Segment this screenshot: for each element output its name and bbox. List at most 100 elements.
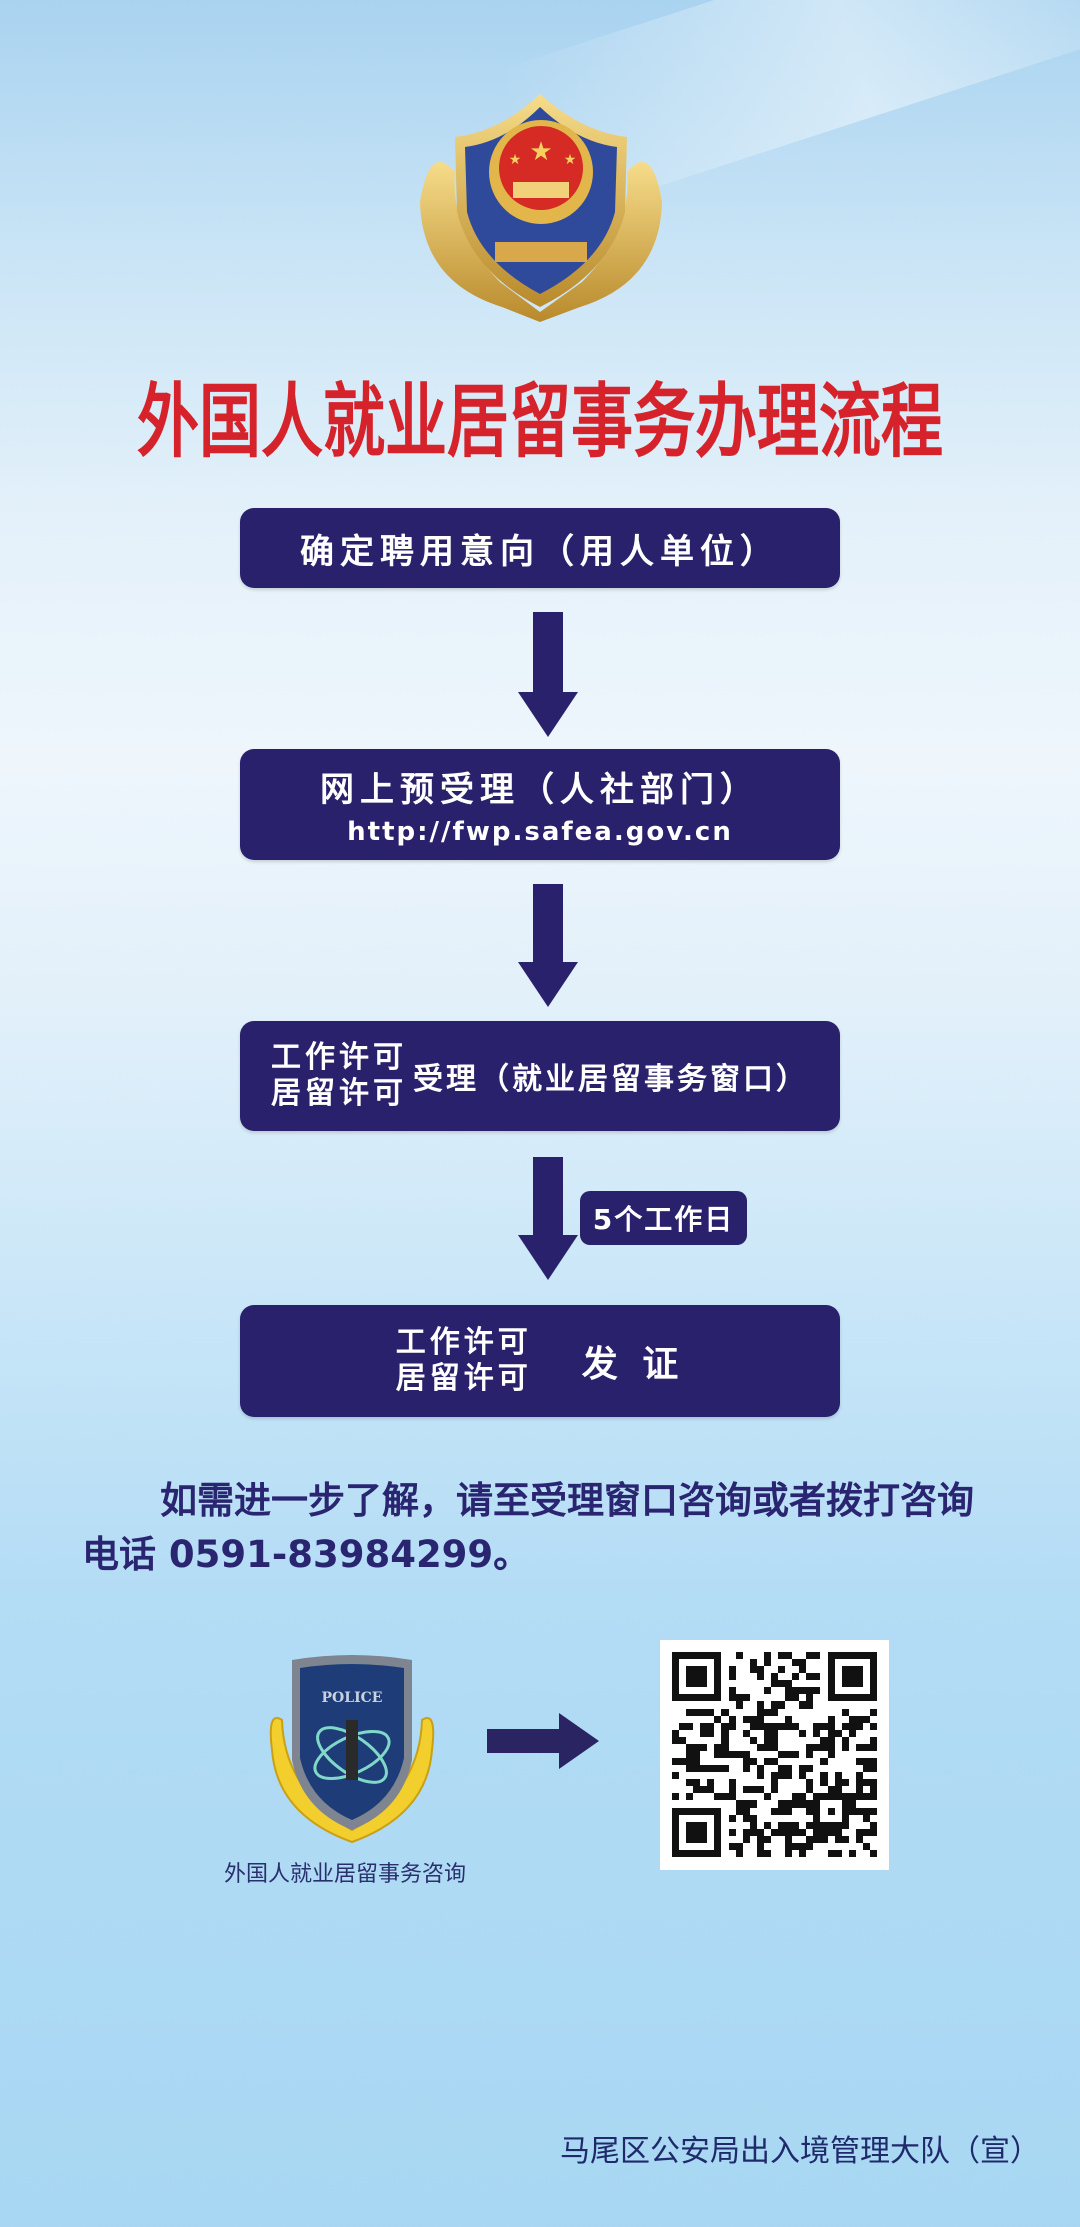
step-3-permits: 工作许可 居留许可 — [271, 1040, 407, 1112]
qr-module — [799, 1828, 807, 1836]
qr-module — [869, 1828, 877, 1836]
qr-module — [700, 1828, 708, 1836]
qr-module — [686, 1779, 694, 1787]
qr-module — [749, 1828, 757, 1836]
qr-module — [827, 1680, 835, 1688]
qr-module — [827, 1722, 835, 1730]
qr-module — [842, 1687, 849, 1694]
qr-module — [729, 1772, 736, 1779]
qr-module — [672, 1744, 679, 1751]
qr-module — [729, 1659, 736, 1666]
qr-module — [848, 1715, 856, 1723]
qr-module — [714, 1842, 722, 1850]
qr-module — [750, 1673, 757, 1680]
qr-module — [770, 1786, 779, 1794]
qr-module — [686, 1835, 694, 1843]
qr-module — [856, 1659, 863, 1666]
qr-module — [728, 1694, 736, 1702]
qr-module — [862, 1807, 870, 1815]
qr-module — [679, 1849, 687, 1857]
qr-module — [785, 1807, 793, 1815]
qr-module — [869, 1708, 877, 1716]
qr-module — [842, 1659, 849, 1666]
qr-module — [820, 1687, 827, 1694]
qr-module — [736, 1673, 743, 1680]
qr-module — [827, 1694, 835, 1702]
qr-module — [827, 1736, 835, 1744]
qr-module — [813, 1680, 820, 1687]
qr-module — [820, 1821, 828, 1829]
qr-module — [700, 1772, 707, 1779]
qr-code-modules — [672, 1652, 877, 1857]
qr-module — [764, 1815, 771, 1822]
qr-module — [806, 1737, 813, 1744]
qr-module — [721, 1687, 728, 1694]
qr-module — [869, 1821, 877, 1829]
qr-module — [778, 1765, 786, 1773]
qr-module — [707, 1786, 715, 1794]
qr-module — [806, 1835, 814, 1843]
qr-code[interactable] — [660, 1640, 889, 1870]
qr-module — [679, 1673, 686, 1680]
qr-module — [835, 1815, 842, 1822]
qr-module — [778, 1701, 786, 1709]
police-badge-emblem: ★ ★ ★ — [420, 94, 662, 322]
qr-module — [757, 1687, 764, 1694]
qr-module — [672, 1814, 680, 1822]
qr-module — [870, 1730, 877, 1737]
qr-module — [700, 1652, 708, 1660]
qr-module — [700, 1821, 708, 1829]
qr-module — [679, 1709, 686, 1716]
qr-module — [672, 1765, 679, 1772]
qr-module — [714, 1750, 722, 1759]
qr-module — [813, 1716, 820, 1723]
svg-text:★: ★ — [564, 152, 577, 168]
svg-text:★: ★ — [529, 137, 552, 167]
qr-module — [841, 1722, 849, 1730]
qr-module — [820, 1765, 827, 1772]
qr-module — [721, 1701, 728, 1708]
qr-module — [764, 1786, 771, 1793]
qr-module — [863, 1772, 870, 1779]
qr-module — [707, 1708, 715, 1716]
qr-module — [813, 1835, 821, 1843]
qr-module — [743, 1659, 750, 1666]
step-4-permits: 工作许可 居留许可 — [396, 1325, 532, 1397]
qr-module — [721, 1743, 729, 1751]
qr-module — [799, 1723, 806, 1730]
qr-module — [862, 1758, 870, 1766]
qr-module — [736, 1737, 743, 1744]
qr-module — [799, 1729, 807, 1737]
qr-module — [785, 1744, 792, 1751]
qr-module — [693, 1849, 701, 1857]
qr-module — [855, 1772, 863, 1780]
qr-module — [714, 1800, 721, 1807]
permit-residence: 居留许可 — [395, 1361, 532, 1396]
qr-module — [700, 1779, 707, 1786]
qr-module — [849, 1687, 856, 1694]
qr-module — [785, 1835, 793, 1843]
qr-module — [686, 1786, 693, 1793]
qr-module — [770, 1708, 779, 1716]
qr-module — [686, 1828, 694, 1836]
qr-module — [813, 1800, 821, 1808]
qr-module — [827, 1821, 835, 1829]
qr-module — [686, 1716, 693, 1723]
qr-module — [813, 1765, 820, 1772]
qr-module — [813, 1843, 820, 1850]
qr-module — [835, 1673, 842, 1680]
qr-module — [735, 1652, 743, 1660]
qr-module — [778, 1694, 785, 1701]
qr-module — [778, 1737, 785, 1744]
qr-module — [778, 1807, 786, 1815]
qr-module — [729, 1808, 736, 1815]
qr-module — [792, 1687, 800, 1695]
qr-module — [721, 1722, 729, 1730]
qr-module — [806, 1850, 813, 1857]
qr-module — [714, 1821, 722, 1829]
qr-module — [835, 1716, 842, 1723]
qr-module — [721, 1793, 729, 1801]
qr-module — [848, 1729, 856, 1737]
qr-module — [771, 1836, 778, 1843]
qr-module — [842, 1786, 849, 1793]
